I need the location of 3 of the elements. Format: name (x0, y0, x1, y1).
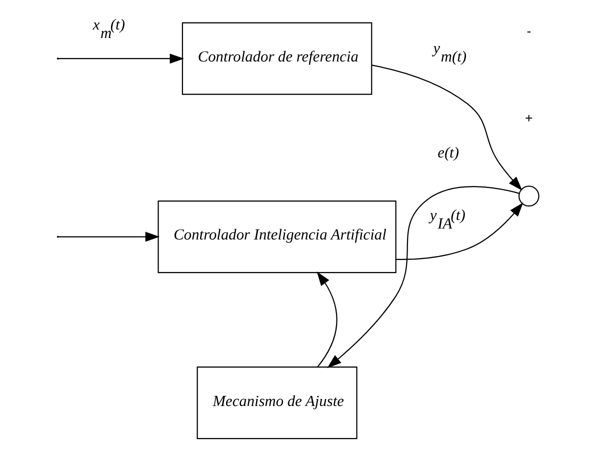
edge-label: e(t) (438, 144, 459, 162)
label: - (526, 24, 532, 39)
label: + (525, 110, 533, 126)
